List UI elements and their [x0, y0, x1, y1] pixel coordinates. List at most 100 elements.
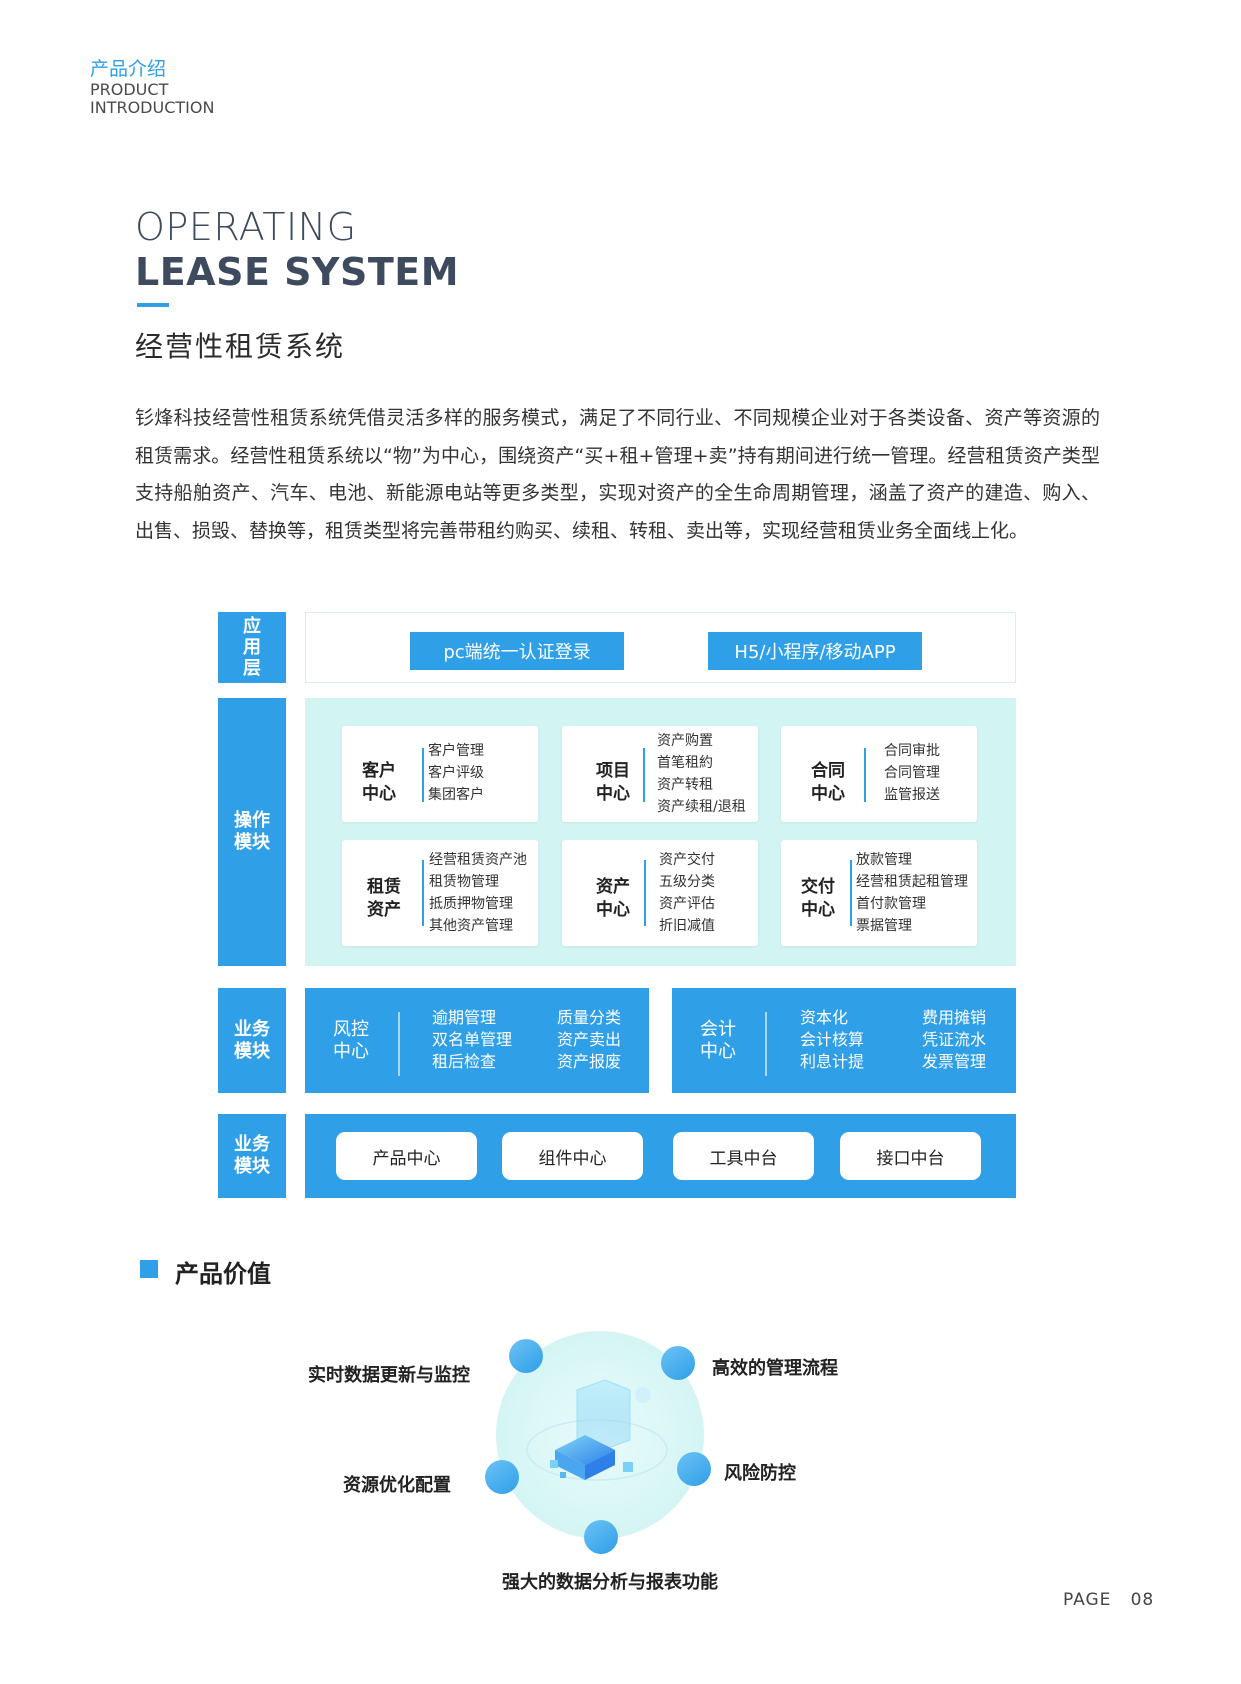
accounting-panel: 会计 中心 资本化 会计核算 利息计提 费用摊销 凭证流水 发票管理 — [672, 988, 1016, 1093]
card-title-line: 中心 — [362, 784, 396, 804]
card-delivery-center: 交付 中心 放款管理 经营租赁起租管理 首付款管理 票据管理 — [781, 840, 977, 946]
layer-label-app-1: 应 — [243, 616, 261, 637]
card-item: 租赁物管理 — [429, 874, 499, 890]
card-contract-center: 合同 中心 合同审批 合同管理 监管报送 — [781, 726, 977, 822]
risk-control-panel: 风控 中心 逾期管理 双名单管理 租后检查 质量分类 资产卖出 资产报废 — [305, 988, 649, 1093]
card-title: 资产 中心 — [596, 876, 630, 922]
title-accent-bar — [137, 303, 169, 307]
card-item: 客户评级 — [428, 765, 484, 781]
card-title: 客户 中心 — [362, 760, 396, 806]
platform-layer-panel: 产品中心 组件中心 工具中台 接口中台 — [305, 1114, 1016, 1198]
card-item: 监管报送 — [884, 787, 940, 803]
biz-item: 利息计提 — [800, 1052, 865, 1071]
card-item: 放款管理 — [856, 852, 912, 868]
biz-item: 会计核算 — [800, 1030, 865, 1049]
card-item: 五级分类 — [659, 874, 715, 890]
mobile-app-button[interactable]: H5/小程序/移动APP — [708, 632, 922, 670]
layer-label-biz-2: 模块 — [234, 1040, 270, 1062]
title-en-line2: LEASE SYSTEM — [135, 250, 460, 294]
card-project-center: 项目 中心 资产购置 首笔租約 资产转租 资产续租/退租 — [562, 726, 758, 822]
layer-label-biz-1: 业务 — [234, 1018, 270, 1040]
value-resource-label: 资源优化配置 — [343, 1475, 451, 1496]
section-label-en-line1: PRODUCT — [90, 80, 169, 99]
card-title-line: 客户 — [362, 761, 396, 781]
card-items: 客户管理 客户评级 集团客户 — [428, 740, 484, 806]
biz-item: 租后检查 — [432, 1052, 497, 1071]
card-item: 首付款管理 — [856, 896, 926, 912]
intro-paragraph: 钐烽科技经营性租赁系统凭借灵活多样的服务模式，满足了不同行业、不同规模企业对于各… — [135, 407, 1100, 542]
layer-label-ops-2: 模块 — [234, 832, 270, 853]
biz-divider — [398, 1012, 400, 1076]
biz-item: 费用摊销 — [922, 1008, 987, 1027]
biz-title-line: 风控 — [333, 1019, 369, 1040]
card-divider — [850, 860, 852, 926]
biz-divider — [765, 1012, 767, 1076]
section-label-en: PRODUCT INTRODUCTION — [90, 81, 214, 117]
value-dot-risk — [677, 1452, 711, 1486]
card-item: 首笔租約 — [657, 755, 713, 771]
card-item: 票据管理 — [856, 918, 912, 934]
card-title-line: 资产 — [596, 877, 630, 897]
card-item: 资产续租/退租 — [657, 799, 746, 815]
card-title-line: 资产 — [367, 900, 401, 920]
section-label-cn: 产品介绍 — [90, 58, 167, 80]
card-items: 放款管理 经营租赁起租管理 首付款管理 票据管理 — [856, 849, 968, 937]
card-title: 合同 中心 — [811, 760, 845, 806]
value-heading-marker — [140, 1260, 158, 1278]
biz-panel-title: 风控 中心 — [333, 1019, 369, 1063]
value-realtime-label: 实时数据更新与监控 — [308, 1365, 470, 1386]
biz-items-col1: 逾期管理 双名单管理 租后检查 — [432, 1007, 512, 1073]
value-heading: 产品价值 — [175, 1260, 271, 1288]
section-label-en-line2: INTRODUCTION — [90, 98, 215, 117]
card-item: 其他资产管理 — [429, 918, 513, 934]
card-item: 合同审批 — [884, 743, 940, 759]
card-divider — [422, 748, 424, 802]
card-items: 经营租赁资产池 租赁物管理 抵质押物管理 其他资产管理 — [429, 849, 527, 937]
card-item: 资产转租 — [657, 777, 713, 793]
card-item: 经营租赁起租管理 — [856, 874, 968, 890]
title-en-line1: OPERATING — [135, 205, 357, 249]
card-title-line: 交付 — [801, 877, 835, 897]
pc-login-button[interactable]: pc端统一认证登录 — [410, 632, 624, 670]
biz-item: 质量分类 — [557, 1008, 622, 1027]
value-dot-efficiency — [661, 1346, 695, 1380]
biz-items-col2: 费用摊销 凭证流水 发票管理 — [922, 1007, 986, 1073]
card-item: 资产评估 — [659, 896, 715, 912]
page-number: PAGE 08 — [1063, 1590, 1155, 1610]
card-item: 合同管理 — [884, 765, 940, 781]
card-title-line: 中心 — [811, 784, 845, 804]
product-center-button[interactable]: 产品中心 — [336, 1132, 477, 1180]
card-item: 集团客户 — [428, 787, 484, 803]
card-item: 资产购置 — [657, 733, 713, 749]
card-title: 项目 中心 — [596, 760, 630, 806]
biz-item: 资产卖出 — [557, 1030, 622, 1049]
value-dot-analytics — [584, 1520, 618, 1554]
biz-item: 发票管理 — [922, 1052, 987, 1071]
card-divider — [643, 748, 645, 802]
biz-items-col1: 资本化 会计核算 利息计提 — [800, 1007, 864, 1073]
value-dot-realtime — [509, 1339, 543, 1373]
biz-item: 资本化 — [800, 1008, 849, 1027]
biz-item: 凭证流水 — [922, 1030, 987, 1049]
card-items: 合同审批 合同管理 监管报送 — [884, 740, 940, 806]
card-title-line: 中心 — [596, 900, 630, 920]
value-circle-graphic — [496, 1331, 704, 1539]
component-center-button[interactable]: 组件中心 — [502, 1132, 643, 1180]
card-customer-center: 客户 中心 客户管理 客户评级 集团客户 — [342, 726, 538, 822]
title-cn: 经营性租赁系统 — [135, 330, 346, 363]
card-title-line: 项目 — [596, 761, 630, 781]
interface-platform-button[interactable]: 接口中台 — [840, 1132, 981, 1180]
value-analytics-label: 强大的数据分析与报表功能 — [502, 1572, 718, 1593]
value-efficiency-label: 高效的管理流程 — [712, 1358, 838, 1379]
card-title: 租赁 资产 — [367, 876, 401, 922]
layer-label-ops-1: 操作 — [234, 810, 270, 831]
tool-platform-button[interactable]: 工具中台 — [673, 1132, 814, 1180]
card-title-line: 中心 — [596, 784, 630, 804]
layer-label-biz: 业务 模块 — [218, 988, 286, 1093]
biz-item: 资产报废 — [557, 1052, 622, 1071]
biz-title-line: 中心 — [333, 1041, 369, 1062]
layer-label-app-2: 用 — [243, 637, 261, 658]
value-risk-label: 风险防控 — [724, 1463, 796, 1484]
card-item: 折旧减值 — [659, 918, 715, 934]
biz-items-col2: 质量分类 资产卖出 资产报废 — [557, 1007, 621, 1073]
